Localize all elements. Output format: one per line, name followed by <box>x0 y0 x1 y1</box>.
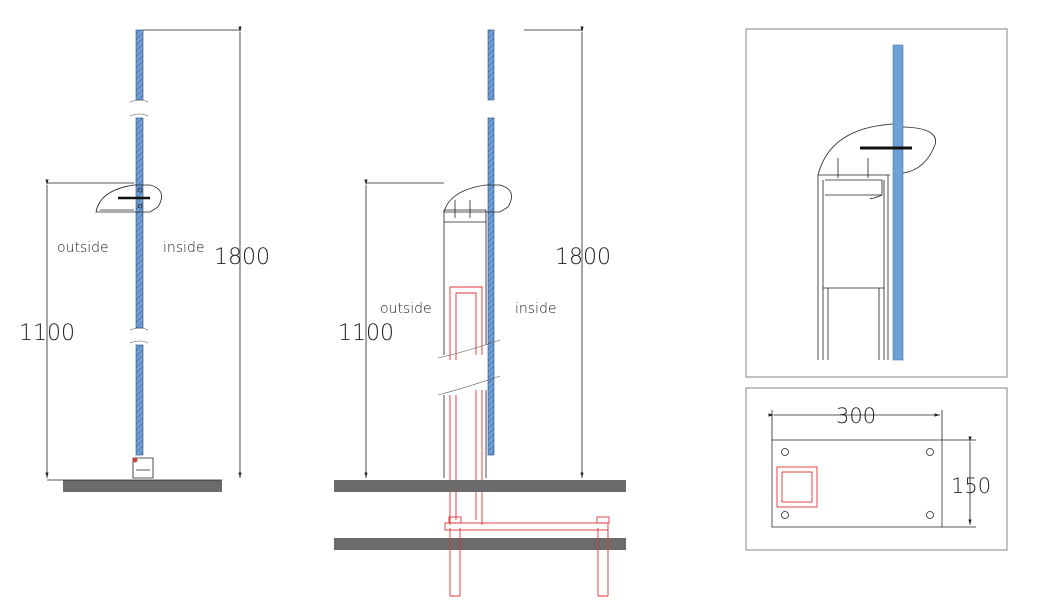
glass-panel <box>129 29 149 456</box>
dimension-1800-label: 1800 <box>214 245 270 270</box>
post-tube <box>776 466 818 508</box>
structural-slab <box>334 538 626 550</box>
section-2: 1100 1800 outside inside <box>334 26 626 597</box>
handrail-detail <box>745 28 1008 378</box>
bolt-hole <box>781 511 789 519</box>
steel-core-tube <box>449 286 483 525</box>
dimension-1100 <box>364 179 444 478</box>
floor-slab <box>334 480 626 492</box>
dimension-1100-label: 1100 <box>338 321 394 346</box>
handrail-profile <box>95 184 162 213</box>
section-1: 1100 1800 outside inside <box>19 26 270 492</box>
dimension-300 <box>768 410 943 440</box>
inside-label: inside <box>163 240 204 256</box>
glass-panel <box>487 29 495 456</box>
dimension-150-label: 150 <box>951 474 991 498</box>
bolt-hole <box>926 448 934 456</box>
glass-panel <box>892 44 904 361</box>
dimension-300-label: 300 <box>836 404 876 428</box>
dimension-150 <box>942 436 976 528</box>
base-plate <box>444 516 610 597</box>
bolt-hole <box>926 511 934 519</box>
floor-slab <box>63 480 222 492</box>
dimension-1100-label: 1100 <box>19 321 75 346</box>
base-plate <box>771 439 943 528</box>
handrail-profile <box>443 184 512 223</box>
base-plate-detail: 300 150 <box>745 387 1008 551</box>
post <box>437 210 501 478</box>
bolt-hole <box>781 448 789 456</box>
dimension-1100 <box>45 179 222 481</box>
inside-label: inside <box>515 301 556 317</box>
dimension-1800 <box>143 26 242 478</box>
dimension-1800-label: 1800 <box>555 245 611 270</box>
outside-label: outside <box>57 240 109 256</box>
outside-label: outside <box>380 301 432 317</box>
base-channel <box>132 457 154 479</box>
dimension-1800 <box>524 26 584 478</box>
